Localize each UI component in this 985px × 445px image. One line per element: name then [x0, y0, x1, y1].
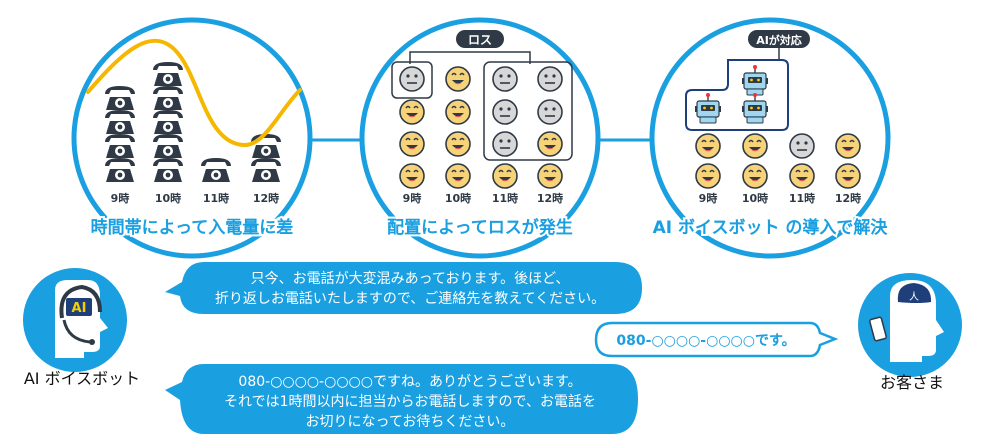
headset-mic-icon — [62, 319, 91, 344]
panel-3-caption: AI ボイスボット の導入で解決 — [653, 217, 889, 238]
neutral-face-icon — [492, 99, 518, 125]
customer-avatar: 人 お客さま — [858, 273, 962, 392]
speech-bubble-bot-1: 只今、お電話が大変混みあっております。後ほど、折り返しお電話いたしますので、ご連… — [165, 262, 642, 314]
smiling-face-icon — [742, 133, 768, 159]
loss-bracket — [409, 51, 531, 64]
smiling-face-icon — [399, 131, 425, 157]
hour-label: 11時 — [492, 191, 518, 205]
panel-ai-solution: AIが対応 9時 10時 11時 12時 AI ボイスボット の導入で解決 — [649, 17, 891, 259]
hour-labels: 9時 10時 11時 12時 — [699, 191, 861, 205]
panel-1-caption: 時間帯によって入電量に差 — [91, 217, 294, 238]
neutral-face-icon — [492, 66, 518, 92]
smiling-face-icon — [399, 99, 425, 125]
panel-1-circle — [71, 17, 313, 259]
smiling-face-icon — [445, 131, 471, 157]
head-label: 人 — [909, 291, 919, 303]
hour-labels: 9時 10時 11時 12時 — [111, 191, 279, 205]
message-line: 折り返しお電話いたしますので、ご連絡先を教えてください。 — [215, 290, 605, 307]
smiling-face-icon — [445, 99, 471, 125]
neutral-face-icon — [492, 131, 518, 157]
smiling-face-icon — [492, 163, 518, 189]
smiling-face-icon — [695, 163, 721, 189]
message-line: それでは1時間以内に担当からお電話しますので、お電話を — [224, 393, 596, 410]
hour-label: 9時 — [699, 191, 718, 205]
panel-loss: ロス 9時 10時 11時 12時 配置によってロスが発生 — [359, 17, 601, 259]
message-line: 080-○○○○-○○○○です。 — [616, 333, 795, 349]
hour-label: 11時 — [203, 191, 229, 205]
neutral-face-icon — [537, 66, 563, 92]
hour-label: 10時 — [155, 191, 181, 205]
smiling-face-icon — [399, 163, 425, 189]
smiling-face-icon — [835, 133, 861, 159]
ai-tag-label: AIが対応 — [756, 33, 802, 47]
loss-box-right — [483, 61, 573, 161]
hair-icon — [897, 283, 932, 303]
neutral-face-icon — [399, 66, 425, 92]
smiling-face-icon — [537, 131, 563, 157]
speech-bubble-bot-2: 080-○○○○-○○○○ですね。ありがとうございます。それでは1時間以内に担当… — [165, 364, 638, 434]
smartphone-icon — [869, 316, 887, 342]
ai-bot-avatar: AI AI ボイスボット — [23, 268, 140, 388]
loss-tag-label: ロス — [468, 33, 492, 47]
headset-badge-label: AI — [72, 301, 87, 316]
neutral-face-icon — [789, 133, 815, 159]
call-volume-curve — [86, 38, 302, 148]
message-line: 080-○○○○-○○○○ですね。ありがとうございます。 — [238, 373, 581, 390]
headset-icon — [59, 284, 102, 319]
hour-label: 9時 — [111, 191, 130, 205]
hour-label: 10時 — [742, 191, 768, 205]
smiling-face-icon — [537, 163, 563, 189]
ai-tag — [748, 30, 810, 48]
smiling-face-icon — [695, 133, 721, 159]
customer-message: 080-○○○○-○○○○です。 — [616, 333, 795, 349]
headset-badge — [66, 298, 92, 316]
smiling-face-icon — [445, 163, 471, 189]
smiling-face-icon — [742, 163, 768, 189]
panel-2-caption: 配置によってロスが発生 — [387, 217, 573, 238]
speech-bubble-customer: 080-○○○○-○○○○です。 — [594, 321, 839, 358]
loss-box-left — [391, 61, 433, 99]
hour-label: 12時 — [253, 191, 279, 205]
loss-tag — [456, 30, 504, 48]
bot-label: AI ボイスボット — [24, 369, 140, 388]
bot-message-1: 只今、お電話が大変混みあっております。後ほど、折り返しお電話いたしますので、ご連… — [215, 270, 605, 307]
bot-message-2: 080-○○○○-○○○○ですね。ありがとうございます。それでは1時間以内に担当… — [224, 373, 596, 430]
smiling-face-icon — [445, 66, 471, 92]
hour-labels: 9時 10時 11時 12時 — [403, 191, 563, 205]
message-line: 只今、お電話が大変混みあっております。後ほど、 — [251, 270, 570, 287]
hour-label: 10時 — [445, 191, 471, 205]
customer-label: お客さま — [880, 373, 944, 392]
hour-label: 12時 — [835, 191, 861, 205]
smiling-face-icon — [789, 163, 815, 189]
panel-call-volume: 9時 10時 11時 12時 時間帯によって入電量に差 — [71, 17, 313, 259]
hour-label: 11時 — [789, 191, 815, 205]
panel-3-circle — [649, 17, 891, 259]
hour-label: 9時 — [403, 191, 422, 205]
message-line: お切りになってお待ちください。 — [306, 414, 515, 430]
neutral-face-icon — [537, 99, 563, 125]
hour-label: 12時 — [537, 191, 563, 205]
ai-robot-box — [685, 59, 789, 131]
smiling-face-icon — [835, 163, 861, 189]
